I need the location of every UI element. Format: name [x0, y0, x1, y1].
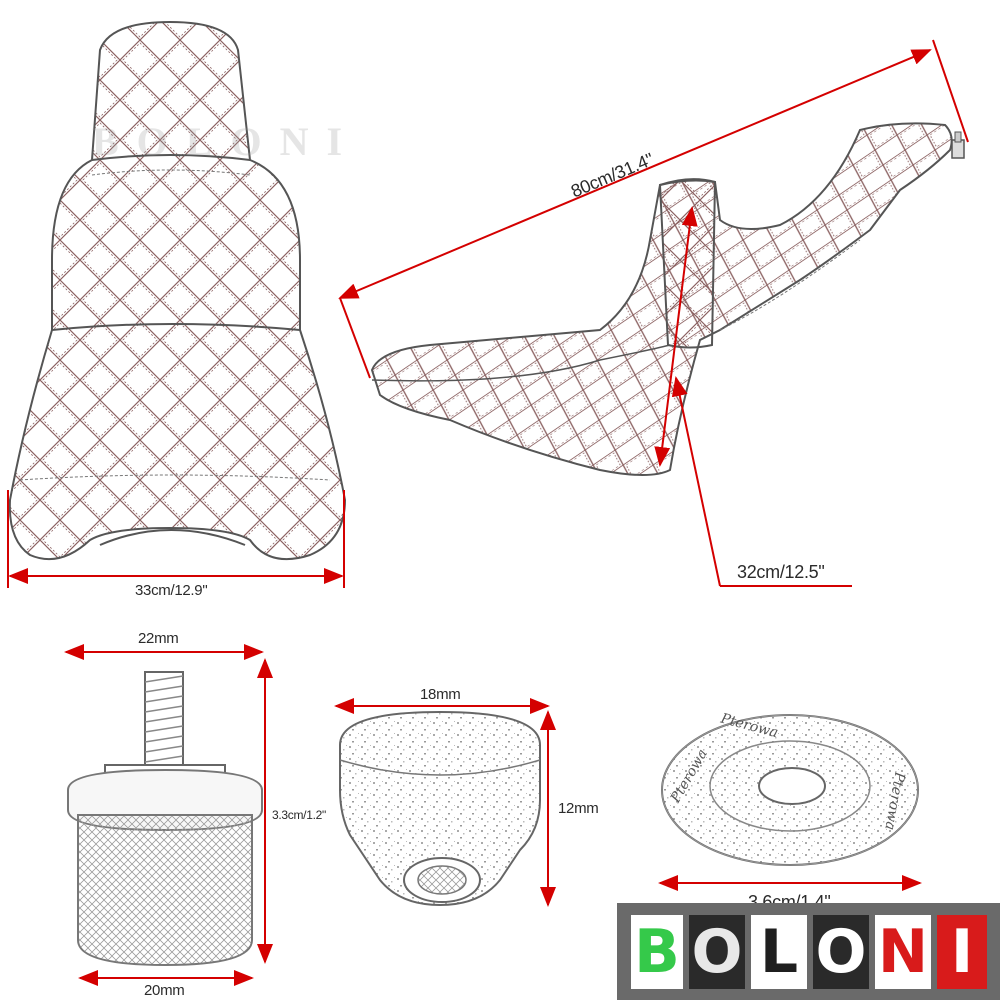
- watermark-text: BOLONI: [92, 119, 361, 164]
- bolt-bottom-width-label: 20mm: [144, 982, 185, 999]
- bolt-top-width-label: 22mm: [138, 630, 179, 647]
- seat-width-label: 33cm/12.9": [135, 582, 208, 599]
- logo-letter-l: L: [751, 915, 807, 989]
- nut-width-label: 18mm: [420, 686, 461, 703]
- logo-letter-n: N: [875, 915, 931, 989]
- logo-letter-o2: O: [813, 915, 869, 989]
- dimension-lines: [7, 39, 969, 986]
- seat-front-view: [8, 20, 347, 561]
- logo-letter-o: O: [689, 915, 745, 989]
- nut-drawing: [339, 710, 541, 907]
- brand-logo: B O L O N I: [617, 903, 1000, 1000]
- bolt-drawing: [67, 671, 263, 967]
- nut-height-label: 12mm: [558, 800, 599, 817]
- logo-letter-b: B: [631, 915, 683, 989]
- seat-height-label: 32cm/12.5": [737, 562, 825, 582]
- logo-letter-i: I: [937, 915, 987, 989]
- washer-drawing: [661, 714, 919, 866]
- seat-side-view: [370, 122, 965, 476]
- bolt-height-label: 3.3cm/1.2": [272, 808, 326, 822]
